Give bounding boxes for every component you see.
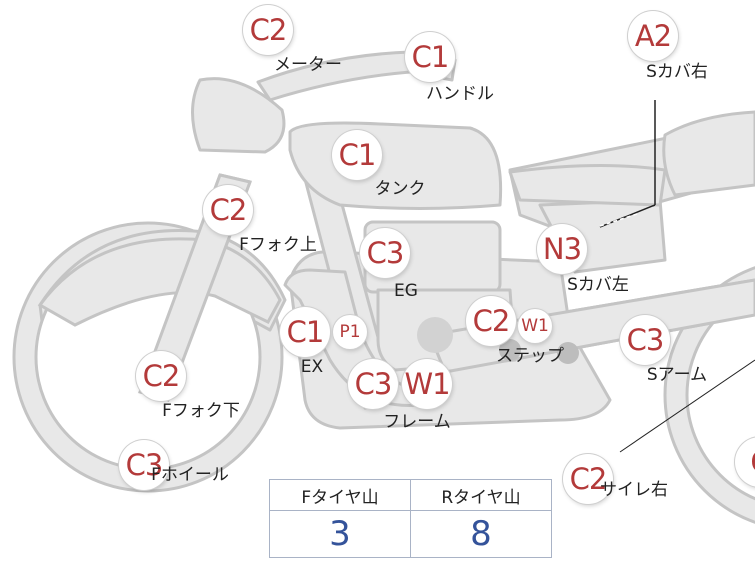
seat-shape (508, 163, 667, 207)
header-rear-tire: Rタイヤ山 (410, 479, 552, 511)
badge-engine[interactable]: C3 (360, 228, 410, 278)
label-fork-lower: Fフォク下 (162, 401, 240, 421)
tire-tread-table: Fタイヤ山 Rタイヤ山 3 8 (269, 479, 552, 558)
label-sidecover-right: Sカバ右 (646, 62, 708, 82)
label-front-wheel: Fホイール (151, 465, 229, 485)
badge-front-wheel[interactable]: C3 (119, 440, 169, 490)
label-step: ステップ (496, 346, 564, 366)
badge-meter[interactable]: C2 (243, 5, 293, 55)
badge-handle[interactable]: C1 (405, 32, 455, 82)
label-engine: EG (394, 281, 418, 301)
leader-line-sidecover-right (599, 100, 656, 228)
badge-rear-partial[interactable]: C (735, 437, 755, 487)
rear-seat-shape (662, 110, 755, 197)
label-exhaust: EX (300, 357, 324, 377)
engine-cover-circle (417, 317, 453, 353)
label-frame: フレーム (383, 412, 451, 432)
badge-exhaust[interactable]: C1 (280, 307, 330, 357)
headlight-shape (191, 77, 286, 154)
badge-frame[interactable]: C3 (348, 359, 398, 409)
label-tank: タンク (374, 179, 426, 199)
leader-line-dash (599, 212, 641, 227)
rear-wheel-rim (685, 289, 755, 501)
label-fork-upper: Fフォク上 (239, 235, 317, 255)
badge-tank[interactable]: C1 (332, 130, 382, 180)
label-silencer-right: サイレ右 (600, 480, 668, 500)
label-meter: メーター (274, 55, 342, 75)
value-rear-tire: 8 (410, 510, 552, 558)
badge-exhaust-paint[interactable]: P1 (333, 315, 367, 349)
leader-line-silencer (619, 359, 755, 453)
step-left-circle (499, 339, 521, 361)
header-front-tire: Fタイヤ山 (269, 479, 411, 511)
badge-fork-upper[interactable]: C2 (203, 185, 253, 235)
badge-step-weld[interactable]: W1 (518, 309, 552, 343)
badge-fork-lower[interactable]: C2 (136, 351, 186, 401)
label-sidecover-left: Sカバ左 (567, 275, 629, 295)
label-swing-arm: Sアーム (646, 365, 708, 385)
badge-step[interactable]: C2 (466, 296, 516, 346)
badge-sidecover-left[interactable]: N3 (537, 224, 587, 274)
label-handle: ハンドル (426, 84, 494, 104)
value-front-tire: 3 (269, 510, 411, 558)
badge-silencer-right[interactable]: C2 (563, 454, 613, 504)
badge-sidecover-right[interactable]: A2 (628, 11, 678, 61)
badge-frame-weld[interactable]: W1 (402, 359, 452, 409)
badge-swing-arm[interactable]: C3 (620, 315, 670, 365)
step-right-circle (557, 342, 579, 364)
